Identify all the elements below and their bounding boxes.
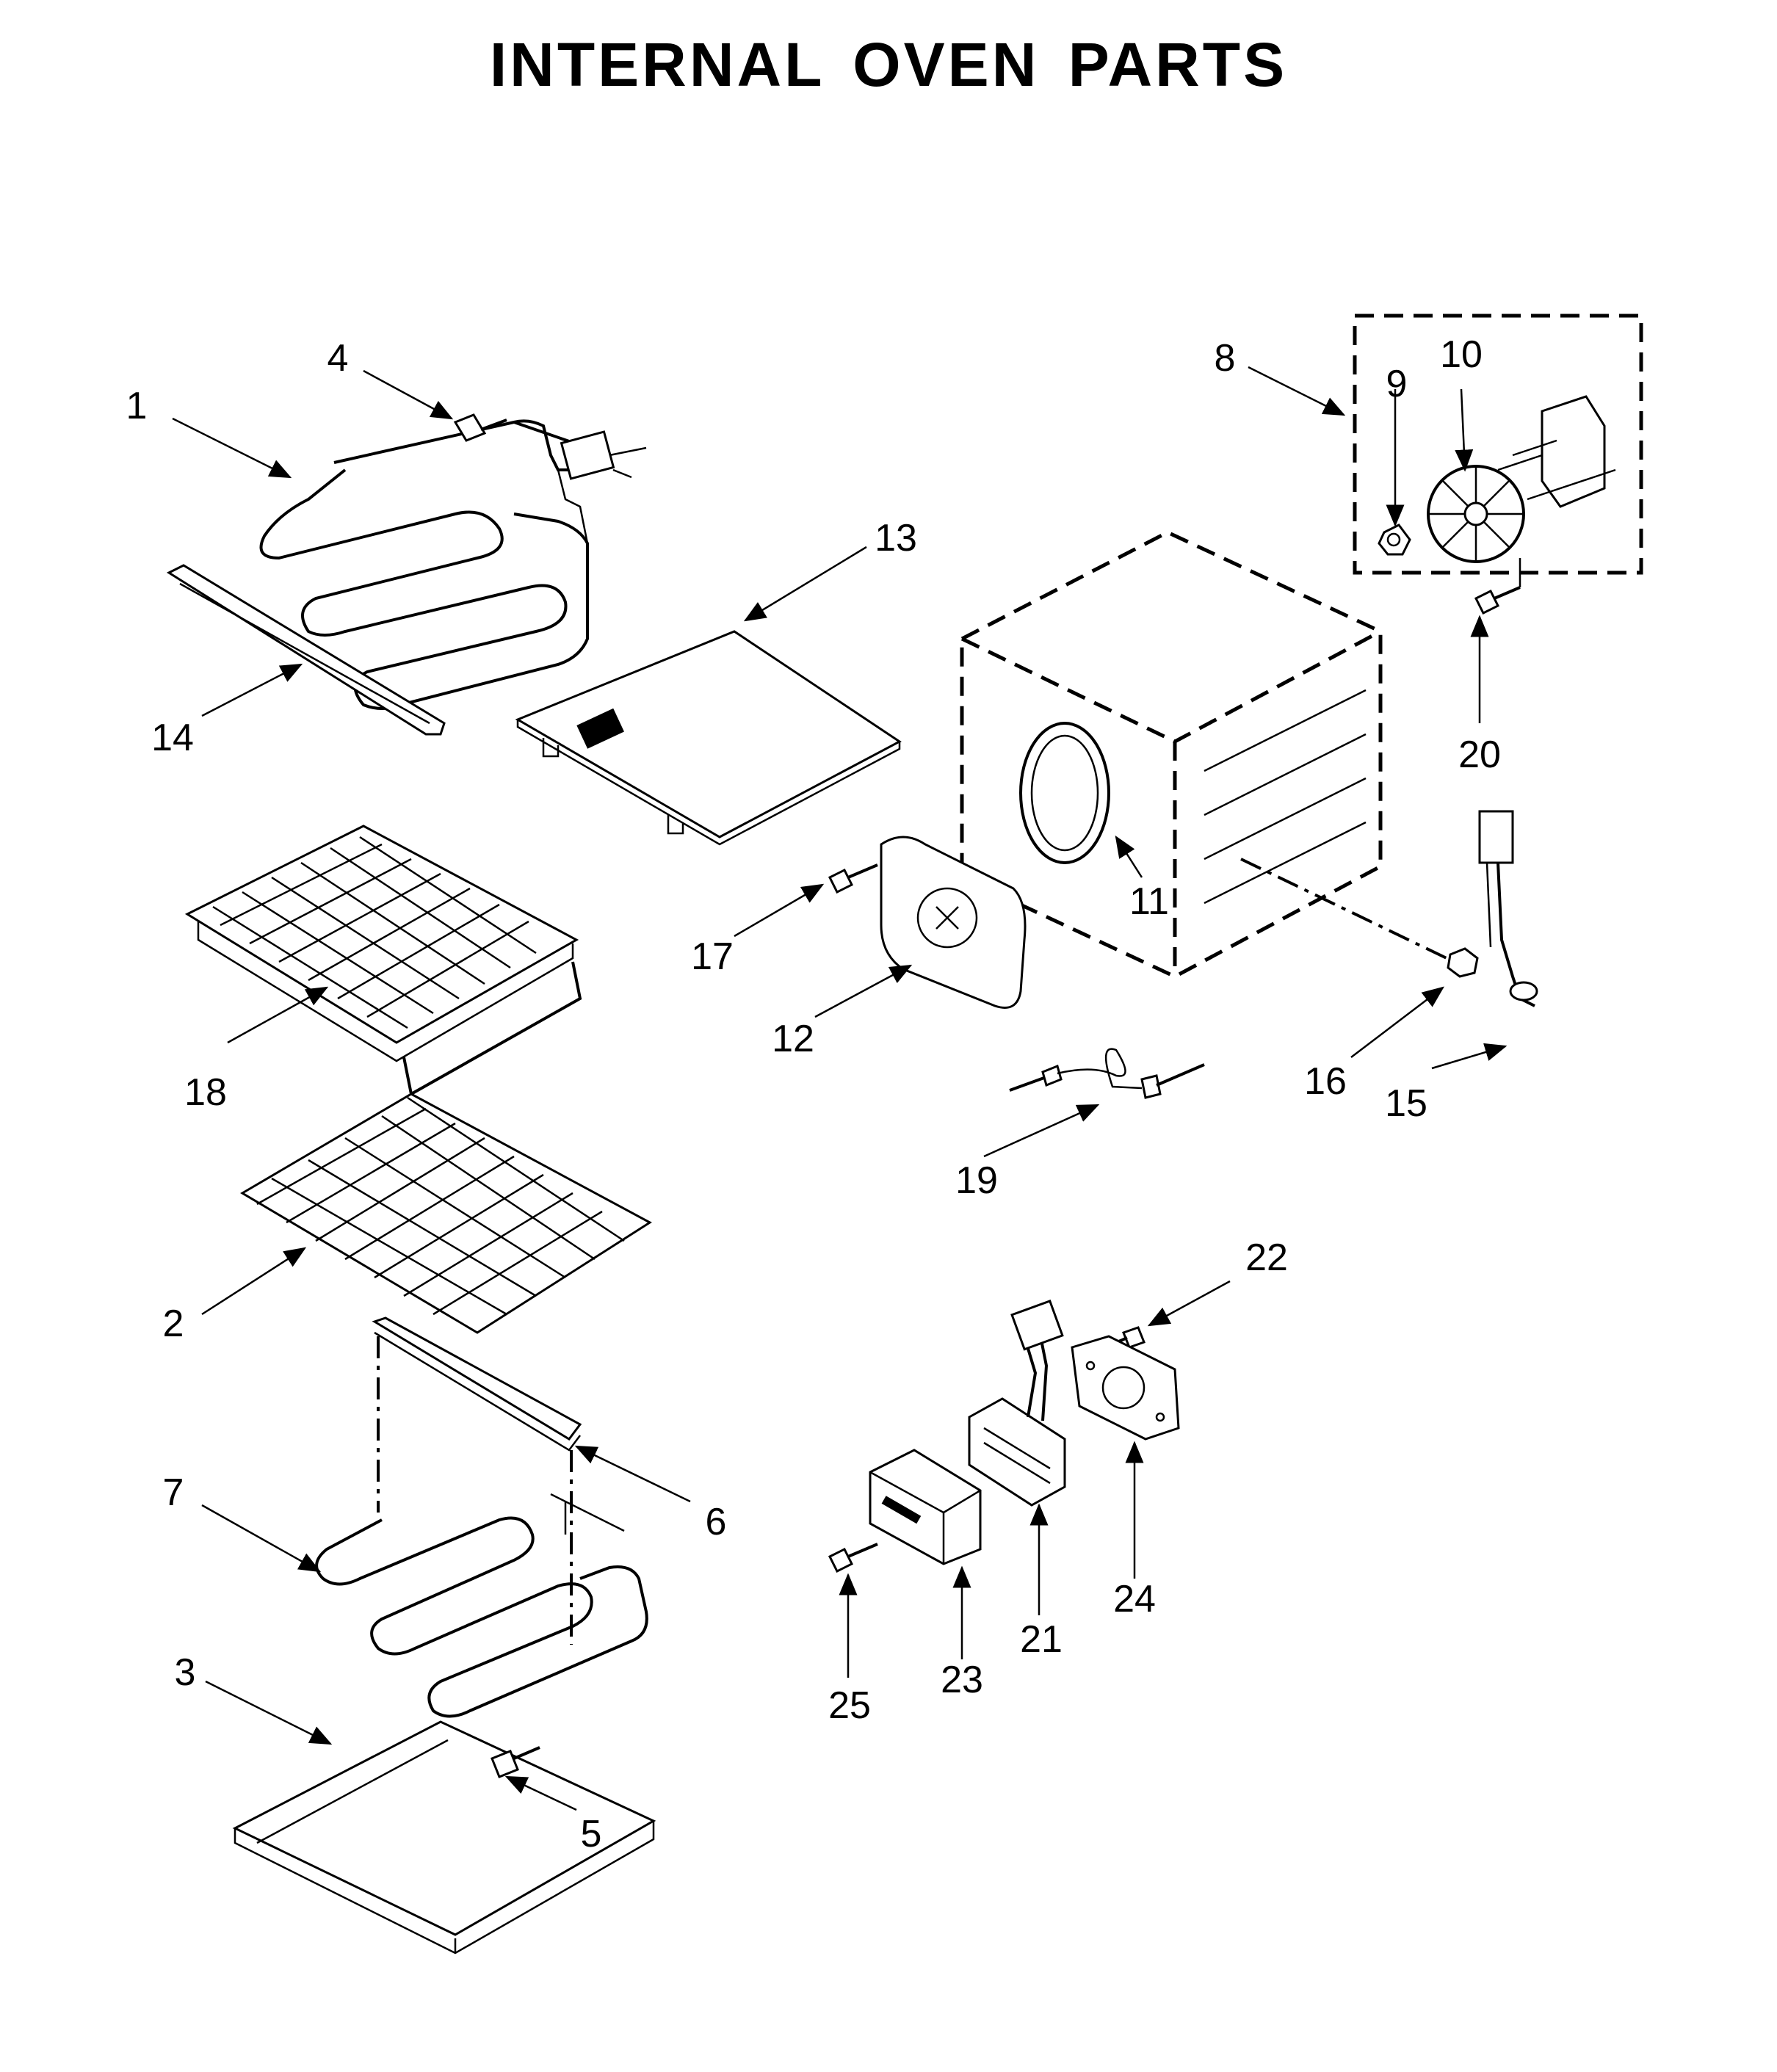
callout-7: 7 <box>163 1471 184 1514</box>
callout-2: 2 <box>163 1303 184 1345</box>
bottom-panel-part-3 <box>232 1720 656 1955</box>
callout-14: 14 <box>151 717 194 759</box>
callout-5: 5 <box>581 1813 602 1855</box>
callout-20: 20 <box>1458 733 1501 776</box>
module-housing-part-23 <box>869 1449 982 1565</box>
callout-13: 13 <box>875 517 917 559</box>
callout-6: 6 <box>706 1501 727 1543</box>
gasket-plate-part-24 <box>1071 1335 1180 1441</box>
callout-16: 16 <box>1304 1060 1347 1103</box>
rack-part-2 <box>240 1093 652 1334</box>
callout-18: 18 <box>184 1071 227 1114</box>
callout-12: 12 <box>772 1018 814 1060</box>
callout-15: 15 <box>1385 1082 1427 1125</box>
bake-element-part-7 <box>315 1493 648 1718</box>
temperature-sensor-part-15 <box>1478 810 1538 1007</box>
callout-24: 24 <box>1113 1578 1156 1620</box>
callout-22: 22 <box>1245 1236 1288 1279</box>
screw-part-20 <box>1474 558 1521 615</box>
screw-part-5 <box>491 1746 540 1778</box>
convection-motor-kit-part-8 <box>1353 314 1643 575</box>
callout-25: 25 <box>828 1684 871 1727</box>
callout-11: 11 <box>1129 880 1169 923</box>
callout-21: 21 <box>1020 1618 1063 1661</box>
callout-9: 9 <box>1386 363 1408 405</box>
callout-17: 17 <box>691 935 734 978</box>
callout-leaders <box>172 366 1508 1811</box>
trim-strip-part-14 <box>166 564 446 736</box>
screw-part-17 <box>828 863 878 894</box>
callout-10: 10 <box>1440 333 1483 376</box>
screw-part-4 <box>453 413 507 442</box>
callout-23: 23 <box>941 1659 983 1701</box>
rail-part-6 <box>372 1316 582 1645</box>
callout-1: 1 <box>126 385 148 427</box>
sliding-rack-part-18 <box>184 825 582 1097</box>
fan-cover-part-12 <box>880 836 1027 1009</box>
callout-4: 4 <box>327 337 349 380</box>
callout-19: 19 <box>955 1159 998 1202</box>
cover-panel-part-13 <box>515 630 902 846</box>
meat-probe-part-19 <box>1009 1048 1205 1099</box>
fan-blade-part-10 <box>1427 465 1525 563</box>
nut-part-16 <box>1240 858 1479 978</box>
screw-part-25 <box>828 1543 878 1573</box>
callout-labels: 1 4 14 13 8 9 10 20 11 17 12 16 15 18 19… <box>126 333 1501 1855</box>
terminal-block-part-21 <box>968 1300 1066 1507</box>
page-title: INTERNAL OVEN PARTS <box>489 30 1288 99</box>
oven-cavity-part-11 <box>960 530 1383 979</box>
callout-3: 3 <box>175 1651 196 1694</box>
broil-element <box>259 419 647 710</box>
callout-8: 8 <box>1215 337 1236 380</box>
